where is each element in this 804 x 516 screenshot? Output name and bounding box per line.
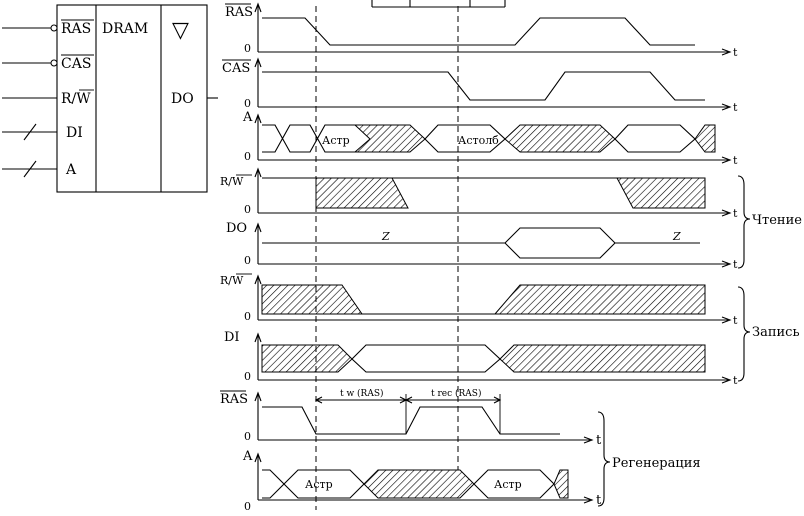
cas-inversion-bubble: [50, 59, 58, 67]
ras-refresh-signal: RAS 0 t t w (RAS) t rec (RAS): [220, 388, 602, 448]
di-signal: DI 0 t: [224, 330, 738, 387]
do-zero: 0: [244, 254, 251, 267]
rw-write-zero: 0: [244, 310, 251, 323]
ras-signal: RAS 0 t: [225, 2, 738, 59]
address-refresh-t: t: [596, 493, 602, 508]
cas-label: CAS: [222, 61, 250, 76]
do-label: DO: [226, 221, 247, 236]
rw-write-signal: R/W 0 t: [220, 273, 738, 327]
dram-input-cas: CAS: [61, 56, 91, 72]
do-t: t: [733, 258, 738, 271]
read-brace: Чтение: [737, 175, 802, 269]
dram-input-ras: RAS: [61, 21, 91, 37]
dram-output-do: DO: [171, 91, 194, 107]
refresh-group-label: Регенерация: [612, 456, 701, 471]
trec-label: t rec (RAS): [431, 388, 481, 399]
address-zero: 0: [244, 150, 251, 163]
dram-block: RAS CAS R/W DI A DRAM ▽ DO: [2, 4, 218, 193]
ras-inversion-bubble: [50, 24, 58, 32]
do-signal: DO 0 t Z Z: [226, 221, 738, 271]
rw-read-label: R/W: [220, 175, 244, 188]
di-zero: 0: [244, 370, 251, 383]
di-label: DI: [224, 330, 240, 345]
refresh-brace: Регенерация: [597, 411, 701, 507]
cas-zero: 0: [244, 97, 251, 110]
do-z-left: Z: [381, 230, 390, 243]
address-refresh-zero: 0: [244, 500, 251, 513]
rw-read-zero: 0: [244, 203, 251, 216]
rw-write-label: R/W: [220, 274, 244, 287]
address-signal: A 0 t Астр Астолб: [242, 110, 738, 167]
read-group-label: Чтение: [752, 213, 802, 228]
address-label: A: [242, 110, 253, 125]
rw-read-signal: R/W 0 t: [220, 167, 738, 220]
address-refresh-signal: A 0 t Астр Астр: [242, 449, 602, 513]
ras-refresh-t: t: [596, 433, 602, 448]
write-brace: Запись: [737, 286, 800, 382]
tw-label: t w (RAS): [340, 388, 384, 399]
address-refresh-label: A: [242, 449, 253, 464]
refresh-row-address-1: Астр: [305, 478, 333, 491]
dram-input-di: DI: [66, 125, 83, 141]
di-t: t: [733, 374, 738, 387]
dram-input-a: A: [65, 162, 77, 178]
row-address-label: Астр: [322, 134, 350, 147]
ras-refresh-zero: 0: [244, 430, 251, 443]
rw-write-t: t: [733, 314, 738, 327]
rw-read-t: t: [733, 207, 738, 220]
ras-label: RAS: [225, 5, 253, 20]
ras-zero: 0: [244, 42, 251, 55]
tristate-icon: ▽: [172, 18, 189, 43]
col-address-label: Астолб: [458, 134, 499, 147]
header-table-fragment: [371, 0, 506, 8]
do-z-right: Z: [672, 230, 681, 243]
cas-t: t: [733, 101, 738, 114]
ras-t: t: [733, 46, 738, 59]
ras-refresh-label: RAS: [220, 392, 248, 407]
refresh-row-address-2: Астр: [494, 478, 522, 491]
write-group-label: Запись: [752, 325, 800, 340]
cas-signal: CAS 0 t: [222, 57, 738, 114]
dram-input-rw: R/W: [61, 91, 91, 107]
dram-title: DRAM: [102, 21, 148, 37]
address-t: t: [733, 154, 738, 167]
